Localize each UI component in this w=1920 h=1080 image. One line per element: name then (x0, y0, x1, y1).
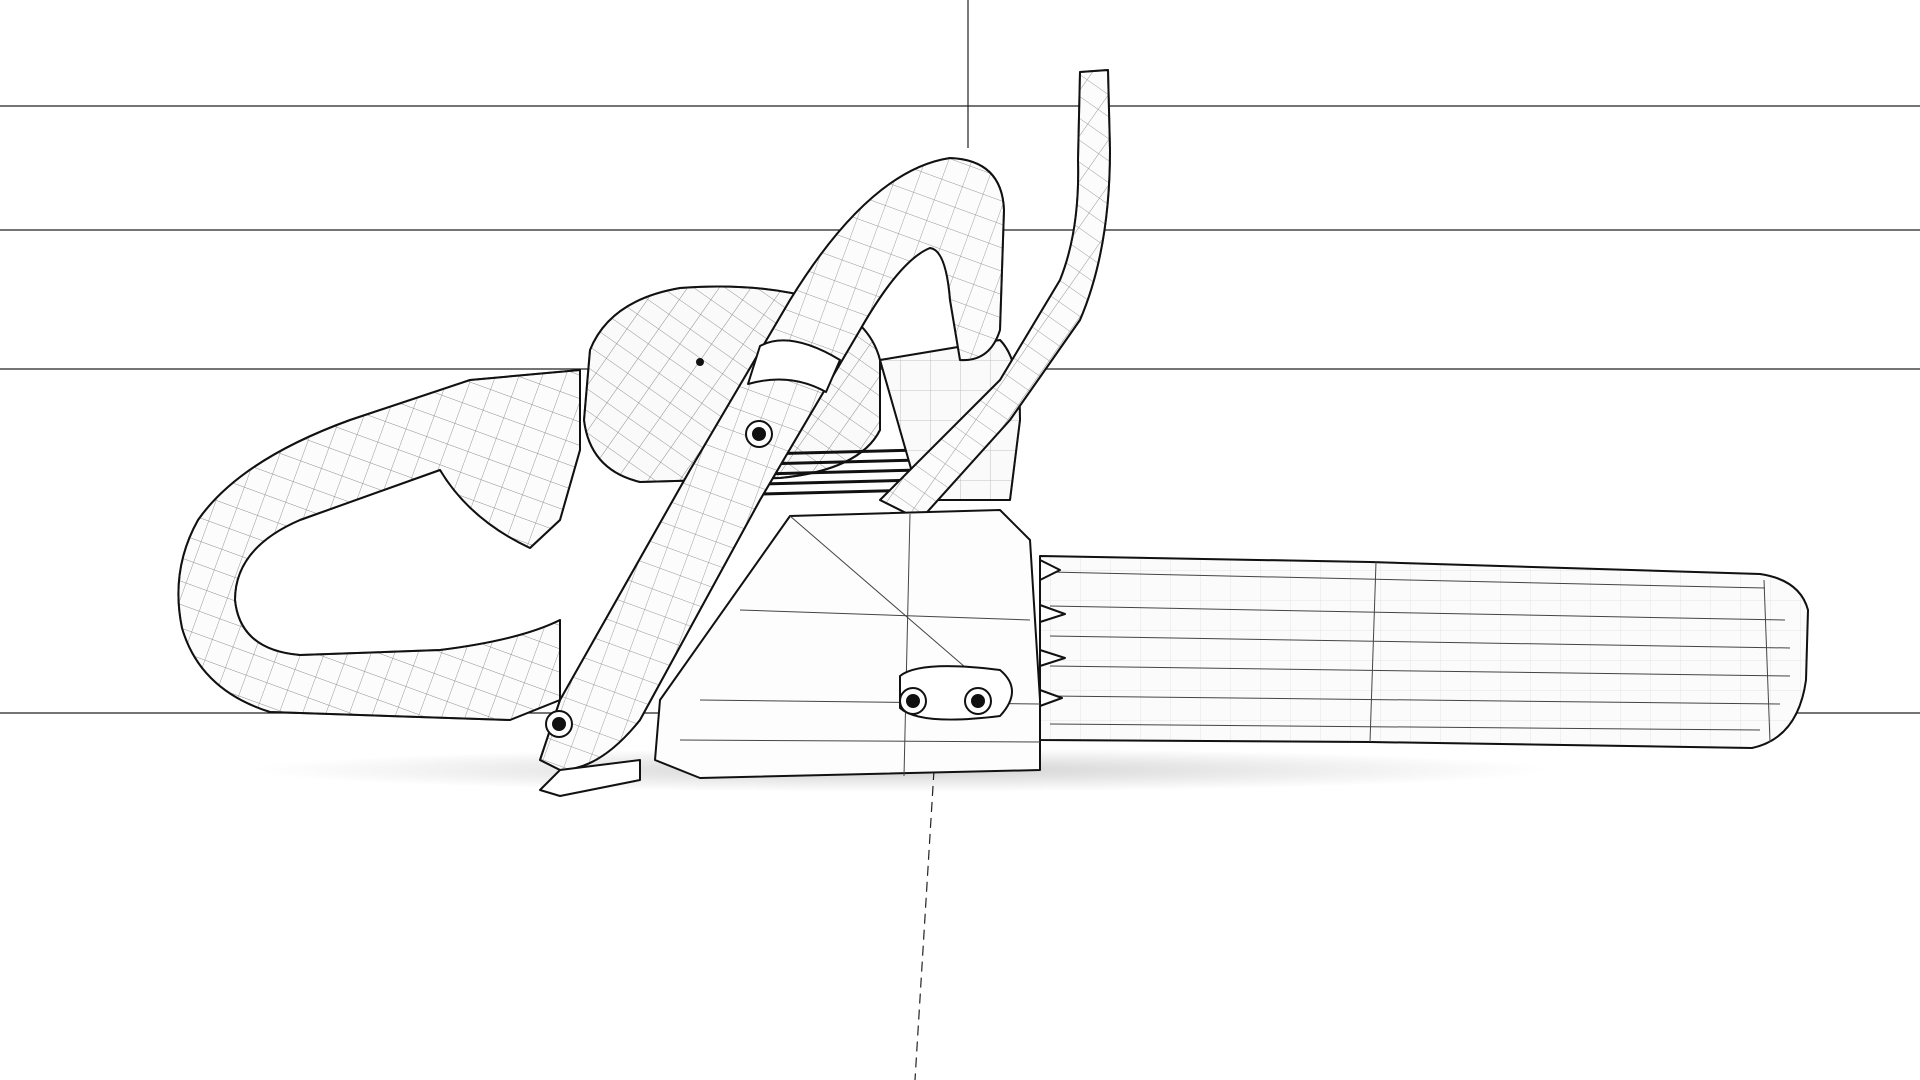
screw-icon (545, 420, 992, 738)
front-handle (539, 157, 1005, 771)
rear-handle (177, 369, 581, 721)
chainsaw-icon (177, 69, 1809, 797)
guide-line-v2-dashed (914, 769, 935, 1080)
hand-guard (879, 69, 1111, 521)
guide-bar (1039, 555, 1809, 749)
